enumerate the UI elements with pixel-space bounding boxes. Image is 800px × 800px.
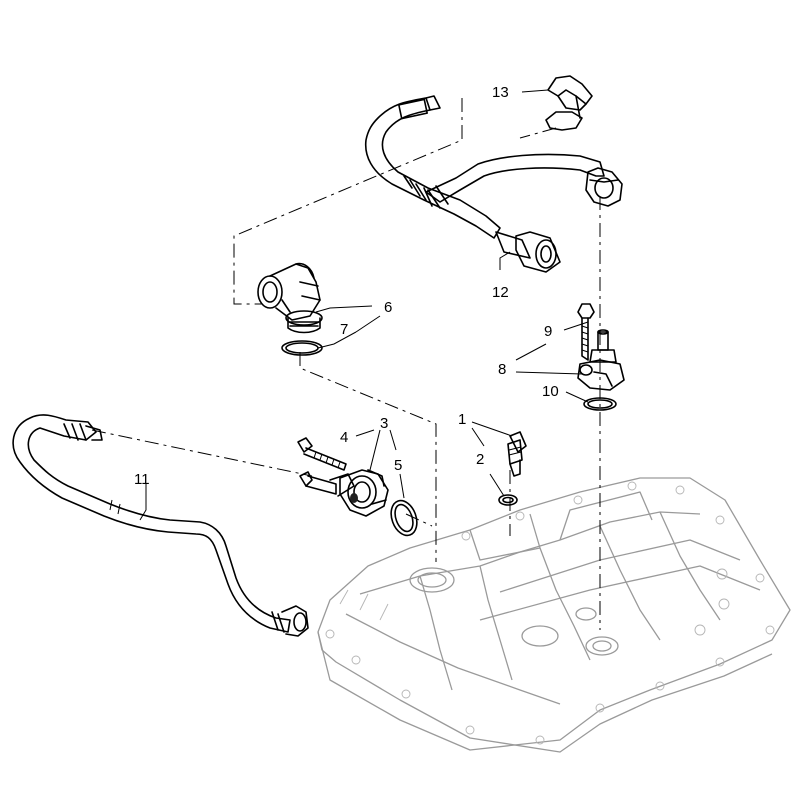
callout-10: 10	[542, 383, 559, 400]
elbow-fitting-6	[257, 262, 323, 334]
callout-7: 7	[340, 321, 348, 338]
o-ring-10	[583, 397, 617, 411]
valve-cover	[317, 477, 791, 753]
callout-labels: 13 12 6 7 9 8 10 1 4 3 2 5 11	[134, 84, 559, 488]
callout-2: 2	[476, 451, 484, 468]
o-ring-7	[281, 340, 323, 356]
callout-1: 1	[458, 411, 466, 428]
callout-6: 6	[384, 299, 392, 316]
seal-2	[498, 494, 518, 506]
leader-lines	[139, 89, 589, 521]
bolt-4	[297, 437, 347, 471]
valve-fitting-8	[577, 329, 625, 391]
sensor-1	[507, 431, 527, 477]
clip-bracket-13	[545, 75, 593, 131]
callout-5: 5	[394, 457, 402, 474]
callout-12: 12	[492, 284, 509, 301]
bolt-9	[577, 303, 595, 361]
callout-9: 9	[544, 323, 552, 340]
callout-4: 4	[340, 429, 348, 446]
callout-3: 3	[380, 415, 388, 432]
breather-hose-11	[12, 414, 309, 637]
callout-8: 8	[498, 361, 506, 378]
pcv-valve-3	[299, 469, 389, 517]
callout-11: 11	[134, 471, 150, 488]
breather-hose-12	[364, 95, 623, 273]
o-ring-5	[390, 499, 418, 537]
callout-13: 13	[492, 84, 509, 101]
